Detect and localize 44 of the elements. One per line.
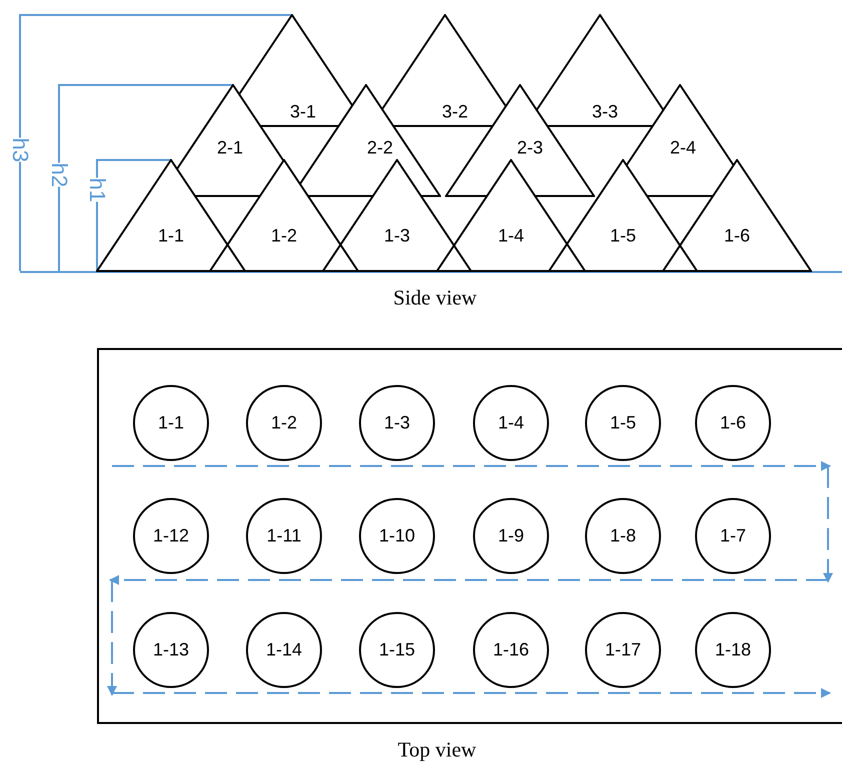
node-label: 1-3 <box>384 412 410 434</box>
triangle-node <box>536 14 664 127</box>
node-label: 1-14 <box>266 640 302 660</box>
node-label: 1-15 <box>378 640 416 660</box>
node-label: 1-4 <box>498 226 524 246</box>
triangle-node <box>548 159 698 272</box>
node-label: 2-2 <box>367 138 393 158</box>
node-label: 2-4 <box>670 138 696 158</box>
triangle-node <box>322 159 472 272</box>
node-label: 1-8 <box>610 526 636 546</box>
node-label: 1-5 <box>610 226 636 246</box>
top-view-frame <box>97 348 842 724</box>
node-label: 3-2 <box>442 102 468 122</box>
node-label: 1-3 <box>384 226 410 246</box>
node-label: 1-10 <box>378 526 416 546</box>
triangle-node <box>662 159 812 272</box>
triangle-node <box>177 84 284 197</box>
node-label: 1-2 <box>271 412 297 434</box>
node-label: 1-1 <box>158 226 184 246</box>
triangle-node <box>239 14 353 127</box>
triangle-node <box>382 14 506 127</box>
node-label: 1-6 <box>720 412 746 434</box>
node-label: 1-7 <box>720 526 746 546</box>
node-label: 1-18 <box>714 640 752 660</box>
node-label: 1-1 <box>158 412 184 434</box>
node-label: 1-11 <box>266 526 302 546</box>
node-label: 1-6 <box>724 226 750 246</box>
node-label: 1-2 <box>271 226 297 246</box>
node-label: 3-1 <box>290 102 316 122</box>
node-label: 1-16 <box>492 640 530 660</box>
triangle-node <box>436 159 586 272</box>
triangle-node <box>209 159 359 272</box>
node-label: 1-17 <box>604 640 642 660</box>
node-label: 3-3 <box>592 102 618 122</box>
view-caption: Top view <box>398 738 476 762</box>
node-label: 2-3 <box>517 138 543 158</box>
node-label: 2-1 <box>217 138 243 158</box>
view-caption: Side view <box>393 286 477 310</box>
node-label: 1-12 <box>152 526 190 546</box>
node-label: 1-5 <box>610 412 636 434</box>
node-label: 1-9 <box>498 526 524 546</box>
node-label: 1-13 <box>152 640 190 660</box>
triangle-node <box>626 84 734 197</box>
node-label: 1-4 <box>498 412 524 434</box>
